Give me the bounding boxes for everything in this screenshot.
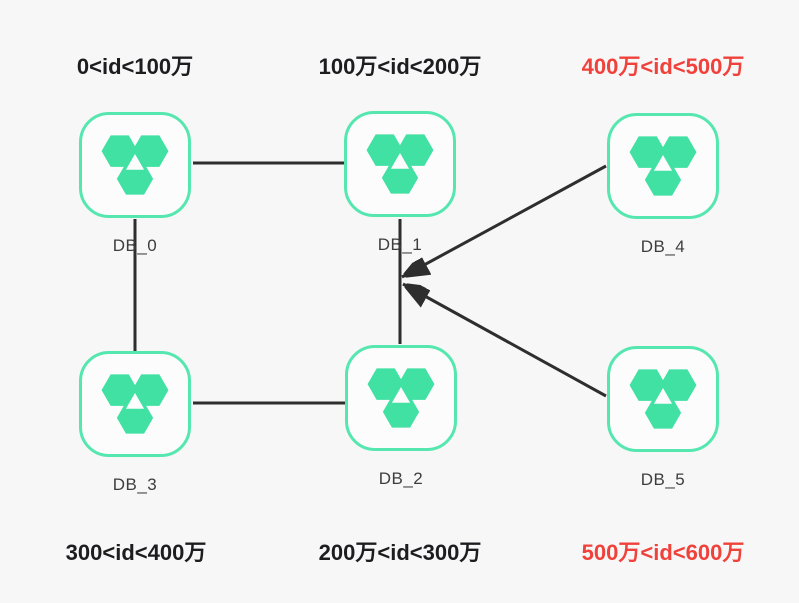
hexagon-cluster-icon [629, 136, 697, 196]
range-label-db4: 400万<id<500万 [581, 54, 745, 79]
db-node-box [79, 112, 191, 218]
db-node-5: DB_5 [607, 346, 719, 490]
range-label-db2: 200万<id<300万 [318, 540, 482, 565]
db-node-4: DB_4 [607, 113, 719, 257]
db-node-box [607, 113, 719, 219]
db-node-box [79, 351, 191, 457]
range-label-db3: 300<id<400万 [65, 540, 207, 565]
db-node-box [607, 346, 719, 452]
db-node-box [345, 345, 457, 451]
node-label: DB_2 [378, 469, 424, 488]
db-node-0: DB_0 [79, 112, 191, 256]
db-node-1: DB_1 [344, 111, 456, 255]
db-node-3: DB_3 [79, 351, 191, 495]
node-label: DB_5 [640, 470, 686, 489]
hexagon-cluster-icon [366, 134, 434, 194]
hexagon-cluster-icon [101, 374, 169, 434]
range-label-db1: 100万<id<200万 [318, 54, 482, 79]
range-label-db5: 500万<id<600万 [581, 540, 745, 565]
node-label: DB_0 [112, 236, 158, 255]
node-label: DB_4 [640, 237, 686, 256]
db-node-2: DB_2 [345, 345, 457, 489]
range-label-db0: 0<id<100万 [76, 54, 194, 79]
node-label: DB_3 [112, 475, 158, 494]
hexagon-cluster-icon [367, 368, 435, 428]
node-label: DB_1 [377, 235, 423, 254]
hexagon-cluster-icon [629, 369, 697, 429]
hexagon-cluster-icon [101, 135, 169, 195]
db-node-box [344, 111, 456, 217]
